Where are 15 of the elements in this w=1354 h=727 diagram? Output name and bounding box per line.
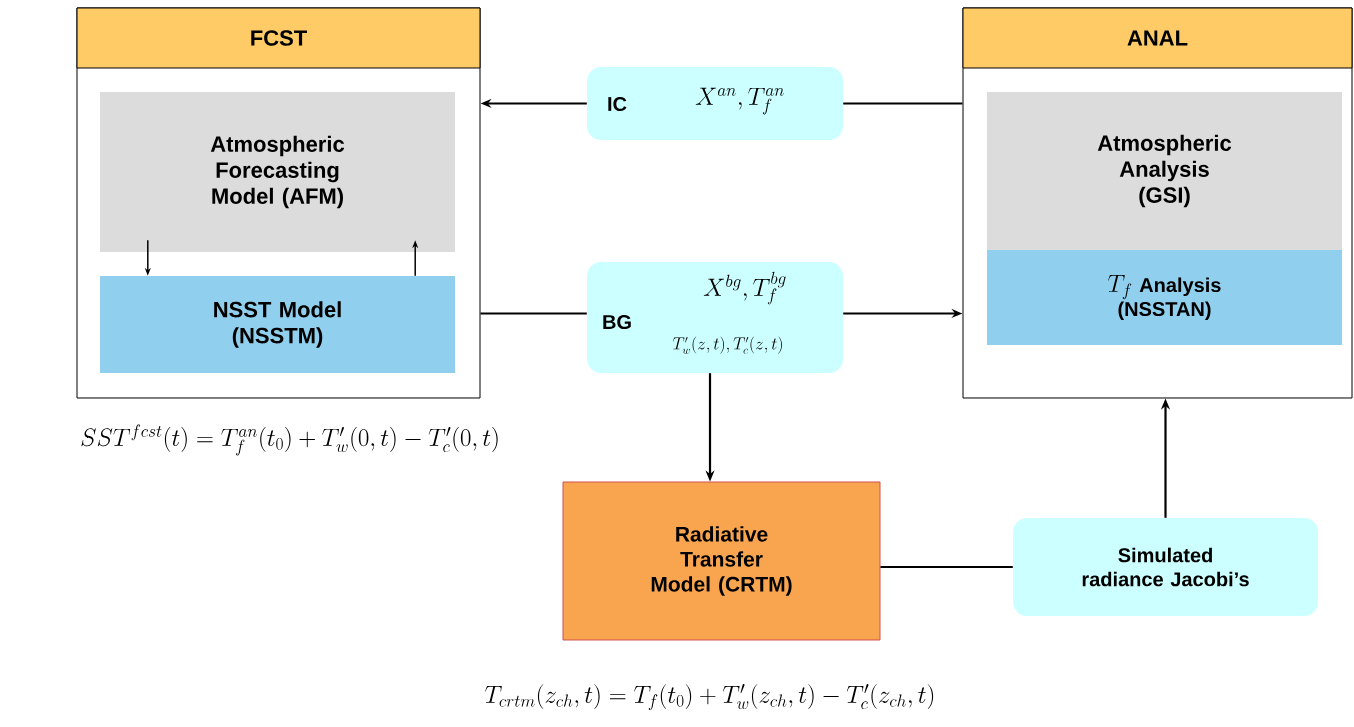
data-box: BG $X^{bg},T_f^{bg}$ $T_w^{\prime}(z,t),T_c^{\prime}(z,t)$ <box>587 262 843 373</box>
process-box: Radiative Transfer Model (CRTM) <box>562 481 881 641</box>
connector-line <box>880 565 1013 569</box>
panel-header: ANAL <box>962 7 1353 69</box>
equation: $T_{crtm}(z_{ch},t)=T_f(t_0)+T_w^{\prime}(z_{ch},t)-T_c^{\prime}(z_{ch},t)$ <box>485 684 934 711</box>
equation: $SST^{fcst}(t)=T_f^{an}(t_0)+T_w^{\prime}(0,t)-T_c^{\prime}(0,t)$ <box>81 424 498 456</box>
model-box: NSST Model (NSSTM) <box>100 276 455 373</box>
panel-header: FCST <box>76 7 481 69</box>
connector-line <box>480 312 587 315</box>
data-box: IC $X^{an},T_f^{an}$ <box>587 67 843 140</box>
connector-line <box>843 102 963 105</box>
process-box: Atmospheric Forecasting Model (AFM) <box>100 92 455 252</box>
process-box: Atmospheric Analysis (GSI) <box>987 92 1342 250</box>
output-box: Simulated radiance Jacobi’s <box>1013 518 1318 616</box>
model-box: $T_f$ Analysis (NSSTAN) <box>987 250 1342 345</box>
